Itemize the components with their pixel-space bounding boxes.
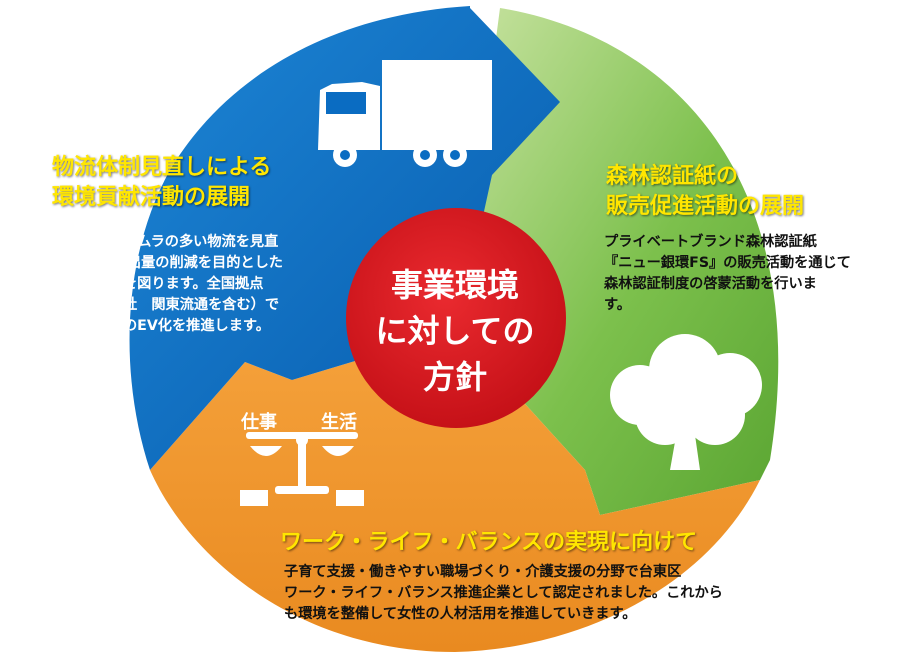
worklife-body-line: も環境を整備して女性の人材活用を推進していきます。 — [284, 606, 637, 622]
forest-body: プライベートブランド森林認証紙 『ニュー銀環FS』の販売活動を通じて 森林認証制… — [604, 232, 904, 316]
logistics-body-line: 無理・無駄・ムラの多い物流を見直 — [52, 234, 279, 250]
forest-body-line: 『ニュー銀環FS』の販売活動を通じて — [604, 255, 851, 271]
truck-icon — [318, 60, 492, 167]
logistics-body: 無理・無駄・ムラの多い物流を見直 し、CO2排出量の削減を目的とした 物流効率化… — [52, 232, 352, 337]
logistics-body-line: し、CO2排出量の削減を目的とした — [52, 255, 283, 271]
worklife-heading: ワーク・ライフ・バランスの実現に向けて — [280, 530, 698, 555]
center-title: 事業環境 に対しての 方針 — [345, 262, 565, 400]
forest-heading-line2: 販売促進活動の展開 — [606, 194, 805, 219]
logistics-heading-line1: 物流体制見直しによる — [52, 155, 272, 180]
forest-body-line: す。 — [604, 297, 631, 313]
worklife-body-line: 子育て支援・働きやすい職場づくり・介護支援の分野で台東区 — [284, 564, 682, 580]
center-title-line2: に対しての — [375, 312, 535, 350]
center-circle — [346, 208, 566, 428]
balance-scale-icon — [240, 432, 364, 506]
logistics-heading-line2: 環境貢献活動の展開 — [52, 185, 251, 210]
center-title-line1: 事業環境 — [390, 266, 519, 304]
forest-heading-line1: 森林認証紙の — [606, 164, 739, 189]
forest-body-line: プライベートブランド森林認証紙 — [604, 234, 817, 250]
logistics-body-line: （物流子会社 関東流通を含む）で — [52, 297, 280, 313]
scale-label-work: 仕事 — [241, 412, 277, 433]
logistics-heading: 物流体制見直しによる 環境貢献活動の展開 — [52, 153, 271, 213]
center-title-line3: 方針 — [422, 358, 487, 396]
forest-heading: 森林認証紙の 販売促進活動の展開 — [606, 162, 804, 222]
worklife-body-line: ワーク・ライフ・バランス推進企業として認定されました。これから — [284, 585, 723, 601]
logistics-body-line: の使用車両のEV化を推進します。 — [52, 318, 270, 334]
logistics-body-line: 物流効率化を図ります。全国拠点 — [52, 276, 264, 292]
scale-label-life: 生活 — [321, 412, 357, 433]
forest-body-line: 森林認証制度の啓蒙活動を行いま — [604, 276, 817, 292]
worklife-segment — [150, 330, 760, 652]
worklife-body: 子育て支援・働きやすい職場づくり・介護支援の分野で台東区 ワーク・ライフ・バラン… — [284, 562, 784, 625]
tree-icon — [610, 334, 762, 470]
